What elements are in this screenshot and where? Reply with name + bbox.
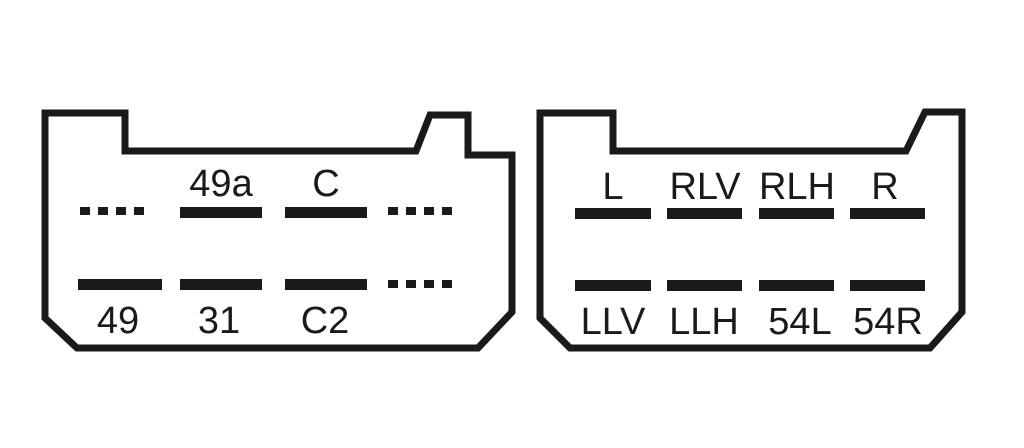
pin-contact [575, 208, 651, 219]
left-connector: 49a C 49 31 C2 [41, 109, 516, 352]
pin-label: LLH [669, 301, 739, 343]
pin-contact [850, 280, 925, 291]
right-top-slot-2: RLV [667, 166, 742, 219]
pin-label: RLH [759, 166, 835, 208]
pin-contact [759, 280, 834, 291]
left-top-slot-2: 49a [180, 163, 262, 218]
right-top-slot-4: R [850, 166, 925, 219]
pin-contact [285, 279, 367, 290]
right-top-slot-1: L [575, 166, 651, 219]
right-bottom-slot-3: 54L [759, 280, 834, 343]
pin-label: L [602, 166, 623, 208]
pin-label: 54R [853, 301, 923, 343]
pin-contact [667, 280, 742, 291]
pin-contact [667, 208, 742, 219]
left-top-slot-1 [80, 207, 144, 215]
left-bottom-slot-1: 49 [78, 279, 162, 342]
pin-label: R [871, 166, 898, 208]
right-connector: L RLV RLH R LLV LLH 54L 54R [536, 108, 966, 352]
left-bottom-slot-4 [388, 280, 452, 288]
pin-contact [575, 280, 651, 291]
left-top-slot-4 [388, 207, 452, 215]
pin-label: C [312, 163, 339, 205]
left-bottom-slot-3: C2 [285, 279, 367, 342]
pin-label: 49 [97, 300, 139, 342]
pin-contact [180, 207, 262, 218]
pin-contact [78, 279, 162, 290]
right-connector-outline [536, 108, 966, 352]
right-bottom-slot-1: LLV [575, 280, 651, 343]
pin-label: 31 [198, 300, 240, 342]
pin-contact [285, 207, 367, 218]
right-bottom-slot-4: 54R [850, 280, 925, 343]
pin-contact [759, 208, 834, 219]
pin-contact [850, 208, 925, 219]
pin-label: LLV [581, 301, 646, 343]
right-top-slot-3: RLH [759, 166, 835, 219]
pin-label: C2 [301, 300, 350, 342]
unused-pin-marker [388, 207, 452, 215]
left-top-slot-3: C [285, 163, 367, 218]
unused-pin-marker [80, 207, 144, 215]
pin-label: RLV [669, 166, 741, 208]
unused-pin-marker [388, 280, 452, 288]
left-bottom-slot-2: 31 [180, 279, 262, 342]
right-bottom-slot-2: LLH [667, 280, 742, 343]
pin-label: 54L [768, 301, 831, 343]
left-connector-outline [41, 109, 516, 352]
pin-label: 49a [189, 163, 253, 205]
pin-contact [180, 279, 262, 290]
